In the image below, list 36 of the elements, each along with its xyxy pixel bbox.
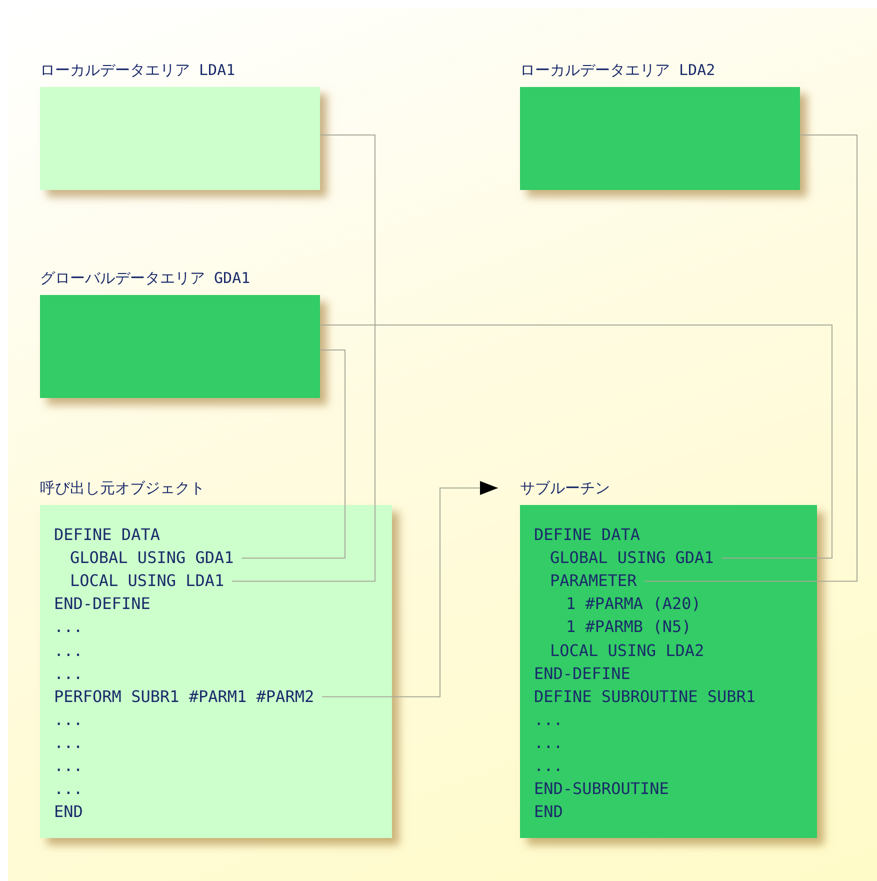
box-heading: ローカルデータエリア LDA2 bbox=[520, 61, 716, 80]
code-line: DEFINE DATA bbox=[534, 525, 648, 545]
code-line: END bbox=[54, 802, 91, 822]
code-line: ... bbox=[54, 732, 91, 753]
code-line: END-DEFINE bbox=[534, 664, 638, 684]
code-line: GLOBAL USING GDA1 bbox=[70, 548, 242, 568]
box-heading: グローバルデータエリア GDA1 bbox=[40, 269, 250, 288]
code-line: ... bbox=[54, 664, 91, 684]
box-heading: 呼び出し元オブジェクト bbox=[40, 479, 205, 498]
code-line: ... bbox=[54, 756, 91, 776]
arrow bbox=[322, 481, 498, 698]
code-line: PARAMETER bbox=[550, 571, 645, 592]
code-line: DEFINE SUBROUTINE SUBR1 bbox=[534, 686, 764, 707]
code-line: 1 #PARMA (A20) bbox=[566, 594, 709, 614]
leader-line bbox=[241, 350, 346, 559]
code-line: GLOBAL USING GDA1 bbox=[550, 548, 722, 568]
code-line: END-DEFINE bbox=[54, 594, 158, 614]
code-line: LOCAL USING LDA1 bbox=[70, 571, 232, 592]
code-line: 1 #PARMB (N5) bbox=[566, 617, 700, 638]
leader-line bbox=[232, 134, 376, 582]
code-line: END-SUBROUTINE bbox=[534, 779, 677, 800]
code-line: ... bbox=[534, 732, 571, 753]
code-line: ... bbox=[534, 756, 571, 776]
code-line: ... bbox=[54, 710, 91, 730]
code-line: ... bbox=[54, 779, 91, 800]
code-line: ... bbox=[534, 710, 571, 730]
box-heading: サブルーチン bbox=[520, 479, 610, 498]
code-line: LOCAL USING LDA2 bbox=[550, 640, 712, 660]
code-line: DEFINE DATA bbox=[54, 525, 168, 545]
code-line: ... bbox=[54, 640, 91, 660]
leader-line bbox=[320, 324, 832, 559]
code-line: PERFORM SUBR1 #PARM1 #PARM2 bbox=[54, 686, 322, 707]
code-line: END bbox=[534, 802, 571, 822]
leader-line bbox=[644, 134, 858, 582]
box-heading: ローカルデータエリア LDA1 bbox=[40, 61, 236, 80]
code-line: ... bbox=[54, 617, 91, 638]
